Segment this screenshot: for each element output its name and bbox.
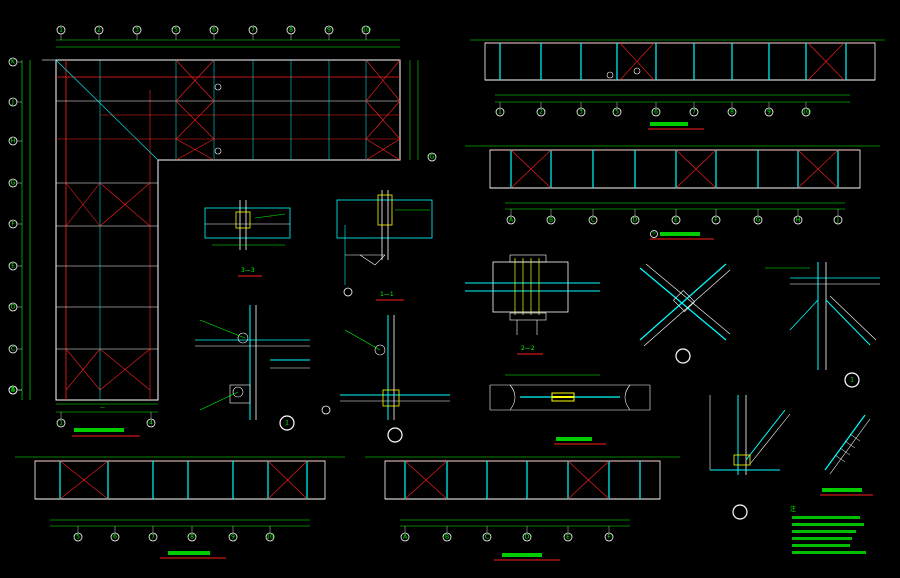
axis-bubble-label: C <box>591 217 595 224</box>
axis-bubble-label: D <box>11 304 16 311</box>
axis-bubble-label: F <box>607 534 611 541</box>
elevation-middle-title-bubble: ① <box>650 230 658 238</box>
axis-bubble-label: B <box>549 217 553 224</box>
axis-bubble-label: 9 <box>767 109 771 116</box>
right-node-detail: 1 <box>765 262 880 388</box>
svg-text:1: 1 <box>285 420 289 427</box>
elevation-middle-right <box>465 145 880 240</box>
node-detail-left: 1 <box>195 305 310 431</box>
notes-heading: 注 <box>790 505 796 513</box>
detail-section-3-3: 3—3 <box>204 200 291 277</box>
svg-text:1: 1 <box>850 377 854 384</box>
axis-bubble-label: D <box>525 534 530 541</box>
axis-bubble-label: B <box>11 387 15 394</box>
axis-bubble-label: 9 <box>231 534 235 541</box>
axis-bubble-label: 4 <box>149 420 153 427</box>
axis-bubble-label: C <box>11 346 15 353</box>
beam-detail <box>489 374 651 445</box>
detail-2-2-label: 2—2 <box>521 345 535 352</box>
axis-bubble-label: 1 <box>59 27 63 34</box>
axis-bubble-label: E <box>11 263 15 270</box>
axis-bubble-label: A <box>403 534 408 541</box>
elevation-bottom-middle <box>365 456 680 561</box>
axis-bubble-label: 2 <box>539 109 543 116</box>
plan-column-axis-bubbles: 1 2 3 5 6 7 8 9 10 <box>56 25 371 40</box>
axis-bubble-label: G <box>756 217 761 224</box>
axis-bubble-label: 10 <box>802 109 810 116</box>
axis-bubble-label: 7 <box>251 27 255 34</box>
axis-bubble-label: 5 <box>615 109 619 116</box>
axis-bubble-label: 8 <box>289 27 293 34</box>
axis-bubble-label: 7 <box>692 109 696 116</box>
axis-bubble-label: 8 <box>190 534 194 541</box>
elevation-bottom-middle-axis-bubbles: A B C D E F <box>400 526 614 542</box>
axis-bubble-label: E <box>674 217 678 224</box>
elevation-bottom-left <box>15 456 345 559</box>
axis-bubble-label: 9 <box>327 27 331 34</box>
axis-bubble-label: J <box>11 99 14 106</box>
axis-bubble-label: H <box>796 217 801 224</box>
axis-bubble-label: 6 <box>212 27 216 34</box>
axis-bubble-label: J <box>836 217 839 224</box>
svg-text:G: G <box>430 154 435 161</box>
axis-bubble-label: E <box>566 534 570 541</box>
axis-bubble-label: A <box>509 217 514 224</box>
axis-bubble-label: F <box>11 221 15 228</box>
x-brace-detail <box>639 263 731 364</box>
general-notes: 注 <box>790 505 866 554</box>
plan-row-axis-bubbles: K J H G F E D C BA <box>8 57 22 395</box>
node-detail-center <box>321 315 450 443</box>
axis-bubble-label: F <box>714 217 718 224</box>
detail-section-1-1: 1—1 <box>336 190 433 301</box>
axis-bubble-label: 5 <box>174 27 178 34</box>
plan-dim-text: — <box>100 405 105 411</box>
axis-bubble-label: H <box>11 138 16 145</box>
axis-bubble-label: 5 <box>76 534 80 541</box>
axis-bubble-label: 8 <box>730 109 734 116</box>
bottom-right-node-detail <box>709 395 873 520</box>
axis-bubble-label: 1 <box>498 109 502 116</box>
axis-bubble-label: 3 <box>135 27 139 34</box>
plan-title <box>74 428 124 432</box>
elevation-top-axis-bubbles: 1 2 3 5 6 7 8 9 10 <box>495 102 811 117</box>
axis-bubble-label: 10 <box>362 27 370 34</box>
detail-3-3-label: 3—3 <box>241 267 255 274</box>
axis-bubble-label: B <box>445 534 449 541</box>
axis-bubble-label: 6 <box>113 534 117 541</box>
axis-bubble-label: 2 <box>97 27 101 34</box>
axis-bubble-label: K <box>11 59 16 66</box>
axis-bubble-label: 3 <box>579 109 583 116</box>
elevation-top-right <box>470 39 885 130</box>
roof-bracing-plan: — <box>21 39 419 437</box>
axis-bubble-label: 10 <box>266 534 274 541</box>
axis-bubble-label: D <box>633 217 638 224</box>
axis-bubble-label: 1 <box>59 420 63 427</box>
axis-bubble-label: C <box>485 534 489 541</box>
elevation-bottom-left-axis-bubbles: 5 6 7 8 9 10 <box>73 526 275 542</box>
svg-text:①: ① <box>652 231 656 237</box>
detail-section-2-2: 2—2 <box>465 254 600 355</box>
detail-1-1-label: 1—1 <box>380 291 394 298</box>
axis-bubble-label: A <box>11 387 16 394</box>
axis-bubble-label: 7 <box>151 534 155 541</box>
axis-bubble-label: 6 <box>654 109 658 116</box>
axis-bubble-label: G <box>11 180 16 187</box>
plan-row-g-bubble: G <box>427 152 437 162</box>
